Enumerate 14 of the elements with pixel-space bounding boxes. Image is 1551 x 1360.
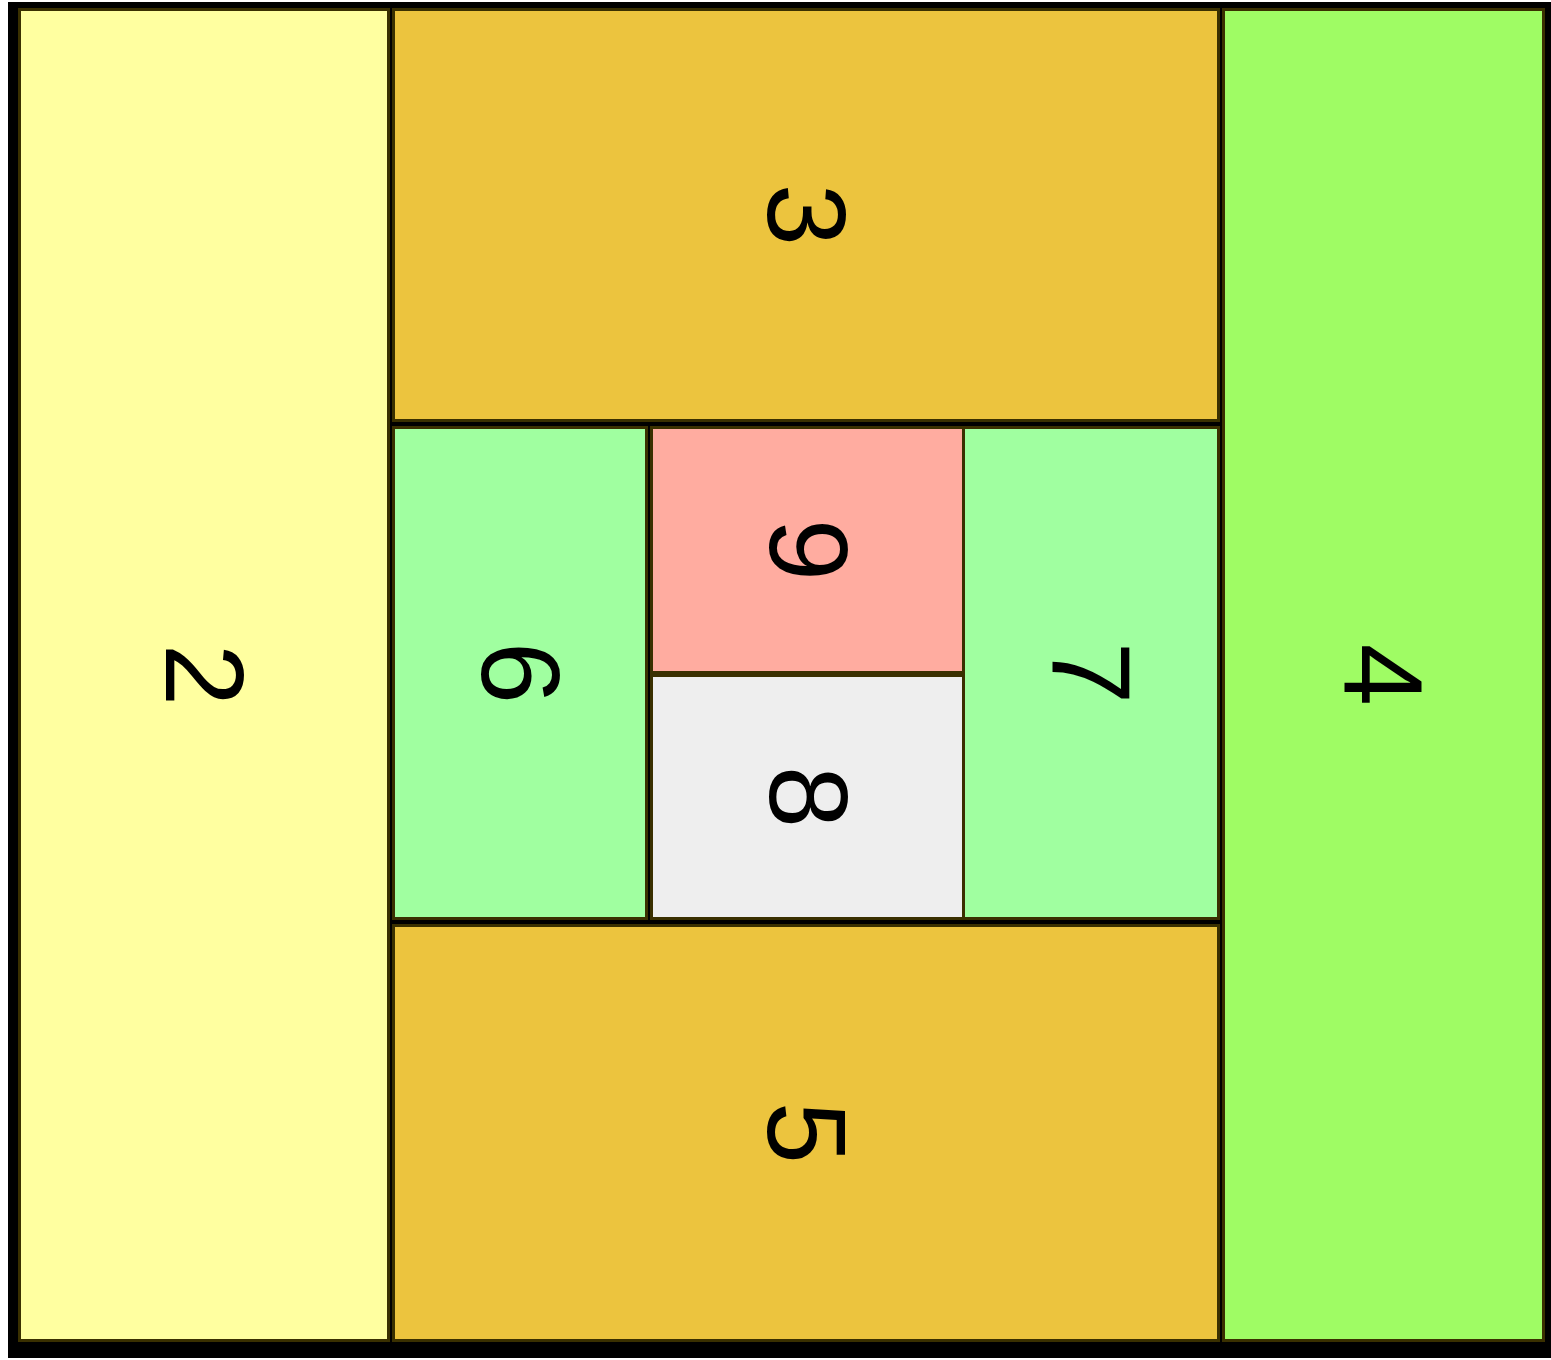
piece-number: 8 xyxy=(752,765,864,829)
piece-number: 9 xyxy=(752,518,864,582)
piece-number: 7 xyxy=(1035,641,1147,705)
quilt-piece xyxy=(18,8,390,1342)
quilt-piece xyxy=(1222,8,1545,1342)
piece-number: 5 xyxy=(750,1101,862,1165)
piece-number: 3 xyxy=(750,183,862,247)
quilt-piece xyxy=(962,426,1220,920)
quilt-piece xyxy=(392,426,648,920)
piece-number: 4 xyxy=(1327,643,1440,707)
piece-number: 6 xyxy=(464,641,576,705)
quilt-piece xyxy=(392,8,1220,422)
piece-number: 2 xyxy=(148,643,260,707)
quilt-piece xyxy=(392,924,1220,1342)
